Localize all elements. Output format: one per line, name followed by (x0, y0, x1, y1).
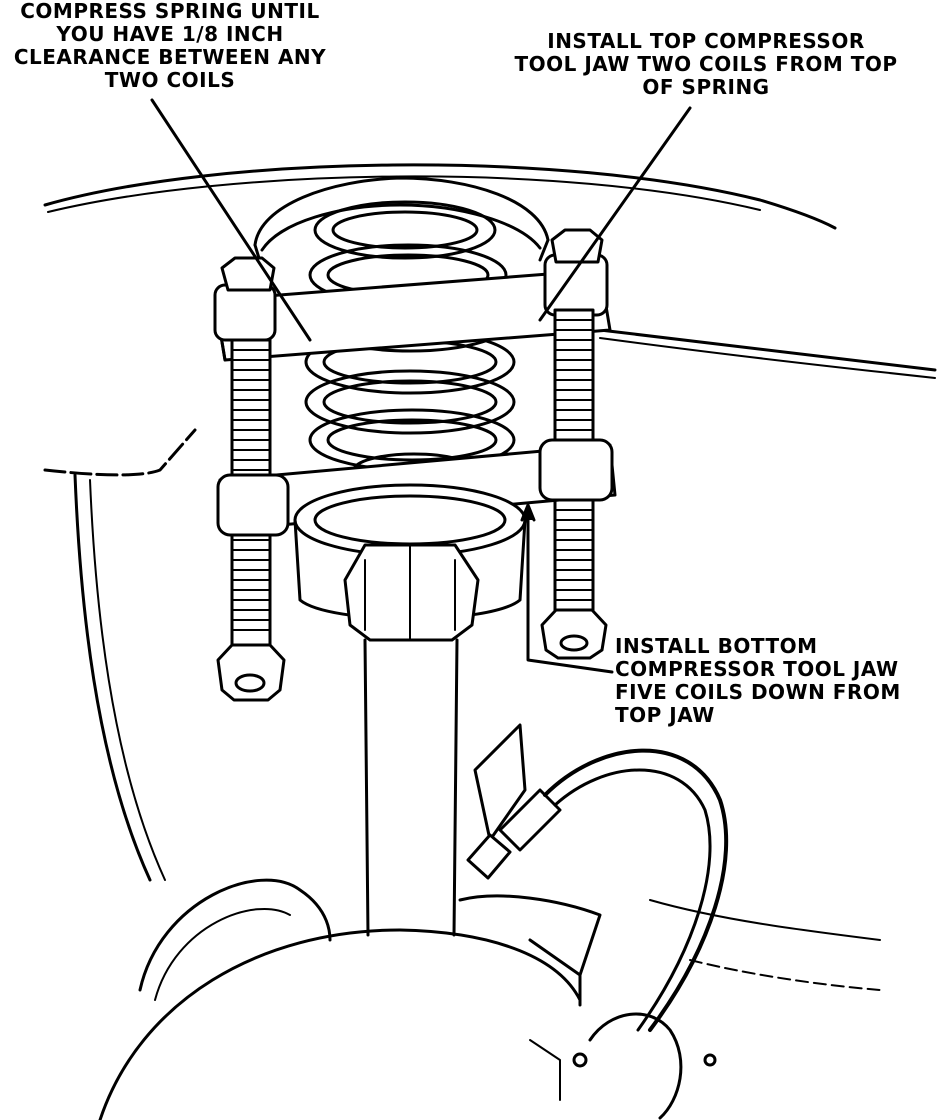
callout-line: FIVE COILS DOWN FROM (615, 680, 901, 704)
callout-line: TOP JAW (615, 703, 715, 727)
leader-compress-spring (150, 98, 312, 342)
callout-line: OF SPRING (642, 75, 770, 99)
callout-line: COMPRESS SPRING UNTIL (20, 0, 320, 23)
inner-fender-line (73, 473, 166, 882)
callout-bottom-jaw: INSTALL BOTTOM COMPRESSOR TOOL JAW FIVE … (615, 635, 935, 727)
fender-arc (43, 163, 937, 477)
callout-line: CLEARANCE BETWEEN ANY (13, 45, 327, 69)
strut-tube (363, 638, 459, 937)
strut-nut (343, 543, 480, 642)
coil-spring (304, 200, 516, 488)
callout-line: TWO COILS (104, 68, 236, 92)
callout-line: INSTALL TOP COMPRESSOR (547, 29, 865, 53)
callout-line: COMPRESSOR TOOL JAW (615, 657, 899, 681)
callout-line: TOOL JAW TWO COILS FROM TOP (514, 52, 898, 76)
callout-line: INSTALL BOTTOM (615, 634, 818, 658)
callout-line: YOU HAVE 1/8 INCH (56, 22, 284, 46)
top-compressor-jaw (213, 228, 612, 362)
leader-top-jaw (538, 106, 692, 322)
brake-hose (466, 723, 729, 1032)
right-threaded-rod (540, 308, 608, 660)
callout-top-jaw: INSTALL TOP COMPRESSOR TOOL JAW TWO COIL… (486, 30, 926, 99)
callout-compress-spring: COMPRESS SPRING UNTIL YOU HAVE 1/8 INCH … (0, 0, 340, 92)
leader-bottom-jaw (526, 508, 614, 674)
steering-knuckle (98, 878, 881, 1120)
leader-lines (150, 98, 692, 674)
